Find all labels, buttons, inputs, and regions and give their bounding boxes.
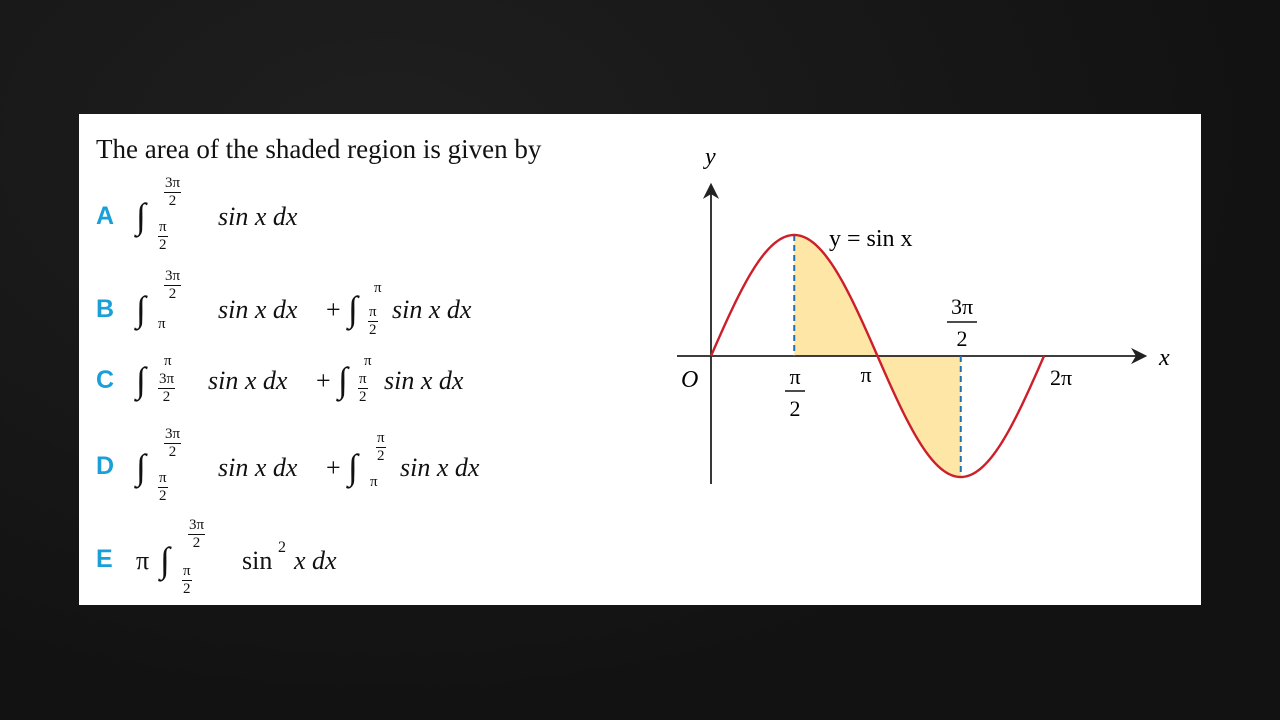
upper-limit: π — [164, 353, 172, 369]
option-letter: B — [96, 295, 115, 323]
tick-pi: π — [860, 362, 871, 387]
integrand: sin x dx — [392, 295, 472, 324]
lower-limit: π — [370, 474, 378, 490]
option-letter: D — [96, 452, 115, 480]
integrand: sin x dx — [208, 366, 288, 395]
integrand-sin: sin — [242, 546, 273, 575]
exponent: 2 — [278, 539, 286, 556]
x-axis-label: x — [1158, 345, 1170, 371]
option-letter: E — [96, 545, 113, 573]
integral-sign: ∫ — [338, 360, 348, 400]
question-text: The area of the shaded region is given b… — [96, 134, 542, 164]
integral-sign: ∫ — [136, 360, 146, 400]
sine-graph: y x O y = sin x π 2 π 3π 2 2π — [677, 144, 1170, 484]
integrand: sin x dx — [218, 295, 298, 324]
sine-curve — [709, 233, 1046, 479]
tick-pi-over-2-den: 2 — [790, 396, 801, 421]
integral-sign: ∫ — [136, 447, 146, 487]
plus-sign: + — [326, 295, 341, 324]
y-axis-label: y — [703, 144, 716, 170]
upper-limit: π — [374, 280, 382, 296]
integral-sign: ∫ — [348, 447, 358, 487]
curve-label: y = sin x — [829, 226, 913, 252]
tick-2pi: 2π — [1050, 365, 1072, 390]
shaded-region-lower — [877, 356, 961, 477]
integrand: sin x dx — [400, 453, 480, 482]
integrand: sin x dx — [384, 366, 464, 395]
tick-pi-over-2-num: π — [789, 364, 800, 389]
plus-sign: + — [326, 453, 341, 482]
problem-card: The area of the shaded region is given b… — [79, 114, 1201, 605]
plus-sign: + — [316, 366, 331, 395]
integral-sign: ∫ — [160, 540, 170, 580]
integral-sign: ∫ — [136, 289, 146, 329]
integral-sign: ∫ — [136, 196, 146, 236]
pi-coefficient: π — [136, 546, 150, 575]
upper-limit: π — [364, 353, 372, 369]
integral-sign: ∫ — [348, 289, 358, 329]
option-letter: C — [96, 366, 115, 394]
lower-limit: π — [158, 316, 166, 332]
tick-3pi-over-2-num: 3π — [951, 294, 973, 319]
origin-label: O — [681, 367, 698, 393]
shaded-region-upper — [794, 235, 878, 356]
tick-3pi-over-2-den: 2 — [957, 326, 968, 351]
integrand: sin x dx — [218, 453, 298, 482]
option-letter: A — [96, 202, 115, 230]
integrand-x-dx: x dx — [294, 546, 337, 575]
integrand: sin x dx — [218, 202, 298, 231]
